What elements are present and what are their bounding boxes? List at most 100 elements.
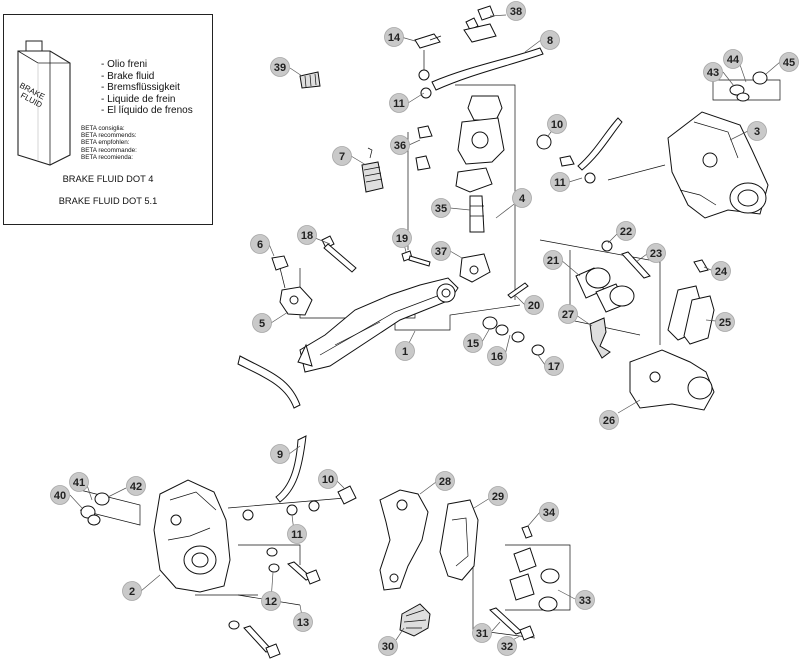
pedal-washers: [482, 316, 545, 356]
recommend-list: BETA consiglia: BETA recommends: BETA em…: [81, 125, 137, 161]
recommend-es: BETA recomienda:: [81, 153, 134, 161]
callout-40: 40: [50, 485, 70, 505]
fluid-name-it: - Olio freni: [101, 59, 148, 70]
callout-label: 35: [435, 203, 447, 215]
callout-label: 28: [439, 476, 451, 488]
callout-32: 32: [497, 636, 517, 656]
callout-label: 39: [274, 62, 286, 74]
fluid-name-list: - Olio freni - Brake fluid - Bremsflüssi…: [101, 59, 193, 117]
brake-pedal-part: [297, 277, 459, 373]
callout-39: 39: [270, 57, 290, 77]
callout-label: 10: [551, 119, 563, 131]
callout-label: 34: [543, 507, 556, 519]
caliper-plugs-upper: [729, 71, 768, 102]
caliper-plugs-lower: [80, 492, 110, 526]
callout-label: 29: [492, 491, 504, 503]
callout-label: 33: [579, 595, 591, 607]
callout-label: 9: [277, 449, 283, 461]
brake-fluid-bottle-icon: BRAKE FLUID: [17, 40, 71, 166]
callout-label: 42: [130, 481, 142, 493]
dot-4-label: BRAKE FLUID DOT 4: [62, 174, 154, 184]
callout-label: 36: [394, 140, 406, 152]
callout-12: 12: [261, 591, 281, 611]
callout-label: 45: [783, 57, 795, 69]
callout-23: 23: [646, 243, 666, 263]
callout-1: 1: [395, 341, 415, 361]
callout-36: 36: [390, 135, 410, 155]
callout-label: 3: [754, 126, 760, 138]
callout-42: 42: [126, 476, 146, 496]
callout-label: 5: [259, 318, 265, 330]
front-pad-spring: [399, 603, 431, 637]
callout-43: 43: [703, 62, 723, 82]
callout-label: 11: [554, 177, 566, 189]
fluid-name-es: - El líquido de frenos: [101, 105, 193, 116]
callout-29: 29: [488, 486, 508, 506]
rear-pistons: [575, 240, 709, 313]
pad-spring-clip: [589, 317, 611, 359]
recommend-fr: BETA recommande:: [81, 146, 137, 154]
rear-brake-pads: [667, 285, 715, 345]
callout-label: 19: [396, 233, 408, 245]
callout-9: 9: [270, 444, 290, 464]
callout-35: 35: [431, 198, 451, 218]
master-cylinder-assembly: [414, 5, 505, 283]
callout-15: 15: [463, 333, 483, 353]
callout-41: 41: [69, 472, 89, 492]
callout-8: 8: [540, 30, 560, 50]
callout-10-upper: 10: [547, 114, 567, 134]
callout-label: 27: [562, 309, 574, 321]
callout-5: 5: [252, 313, 272, 333]
caliper-mount-bolts: [228, 547, 321, 659]
callout-25: 25: [715, 312, 735, 332]
callout-16: 16: [487, 346, 507, 366]
callout-19: 19: [392, 228, 412, 248]
callout-44: 44: [723, 49, 743, 69]
callout-31: 31: [472, 623, 492, 643]
recommend-it: BETA consiglia:: [81, 125, 125, 132]
brake-fluid-info-box: BRAKE FLUID - Olio freni - Brake fluid -…: [3, 14, 213, 225]
callout-14: 14: [384, 27, 404, 47]
callout-label: 4: [519, 193, 526, 205]
callout-label: 11: [291, 529, 303, 541]
callout-label: 13: [297, 617, 309, 629]
front-caliper-bracket: [379, 489, 429, 591]
pedal-bracket-part: [271, 255, 313, 316]
callout-6: 6: [250, 234, 270, 254]
callout-label: 12: [265, 596, 277, 608]
caliper-hose-fitting: [536, 117, 623, 184]
callout-label: 26: [603, 415, 615, 427]
callout-27: 27: [558, 304, 578, 324]
callout-7: 7: [332, 146, 352, 166]
callout-label: 15: [467, 338, 479, 350]
callout-24: 24: [711, 261, 731, 281]
callout-label: 20: [528, 300, 540, 312]
fluid-name-fr: - Liquide de frein: [101, 93, 176, 105]
callout-2: 2: [122, 581, 142, 601]
callout-label: 31: [476, 628, 488, 640]
callout-34: 34: [539, 502, 559, 522]
callout-11-upper-right: 11: [550, 172, 570, 192]
recommend-en: BETA recommends:: [81, 132, 137, 140]
fluid-name-de: - Bremsflüssigkeit: [101, 82, 180, 93]
callout-33: 33: [575, 590, 595, 610]
callout-label: 17: [548, 361, 560, 373]
callout-label: 32: [501, 641, 513, 653]
callout-26: 26: [599, 410, 619, 430]
front-pistons: [489, 525, 560, 641]
callout-13: 13: [293, 612, 313, 632]
rear-brake-hose: [431, 47, 544, 91]
callout-38: 38: [506, 1, 526, 21]
front-brake-hose: [242, 435, 357, 521]
callout-18: 18: [297, 225, 317, 245]
callout-20: 20: [524, 295, 544, 315]
callout-30: 30: [378, 636, 398, 656]
fluid-name-en: - Brake fluid: [101, 70, 155, 82]
callout-label: 38: [510, 6, 522, 18]
callout-label: 8: [547, 35, 553, 47]
rear-brake-caliper: [667, 111, 769, 219]
callout-label: 23: [650, 248, 662, 260]
callout-45: 45: [779, 52, 799, 72]
callout-label: 21: [547, 255, 559, 267]
